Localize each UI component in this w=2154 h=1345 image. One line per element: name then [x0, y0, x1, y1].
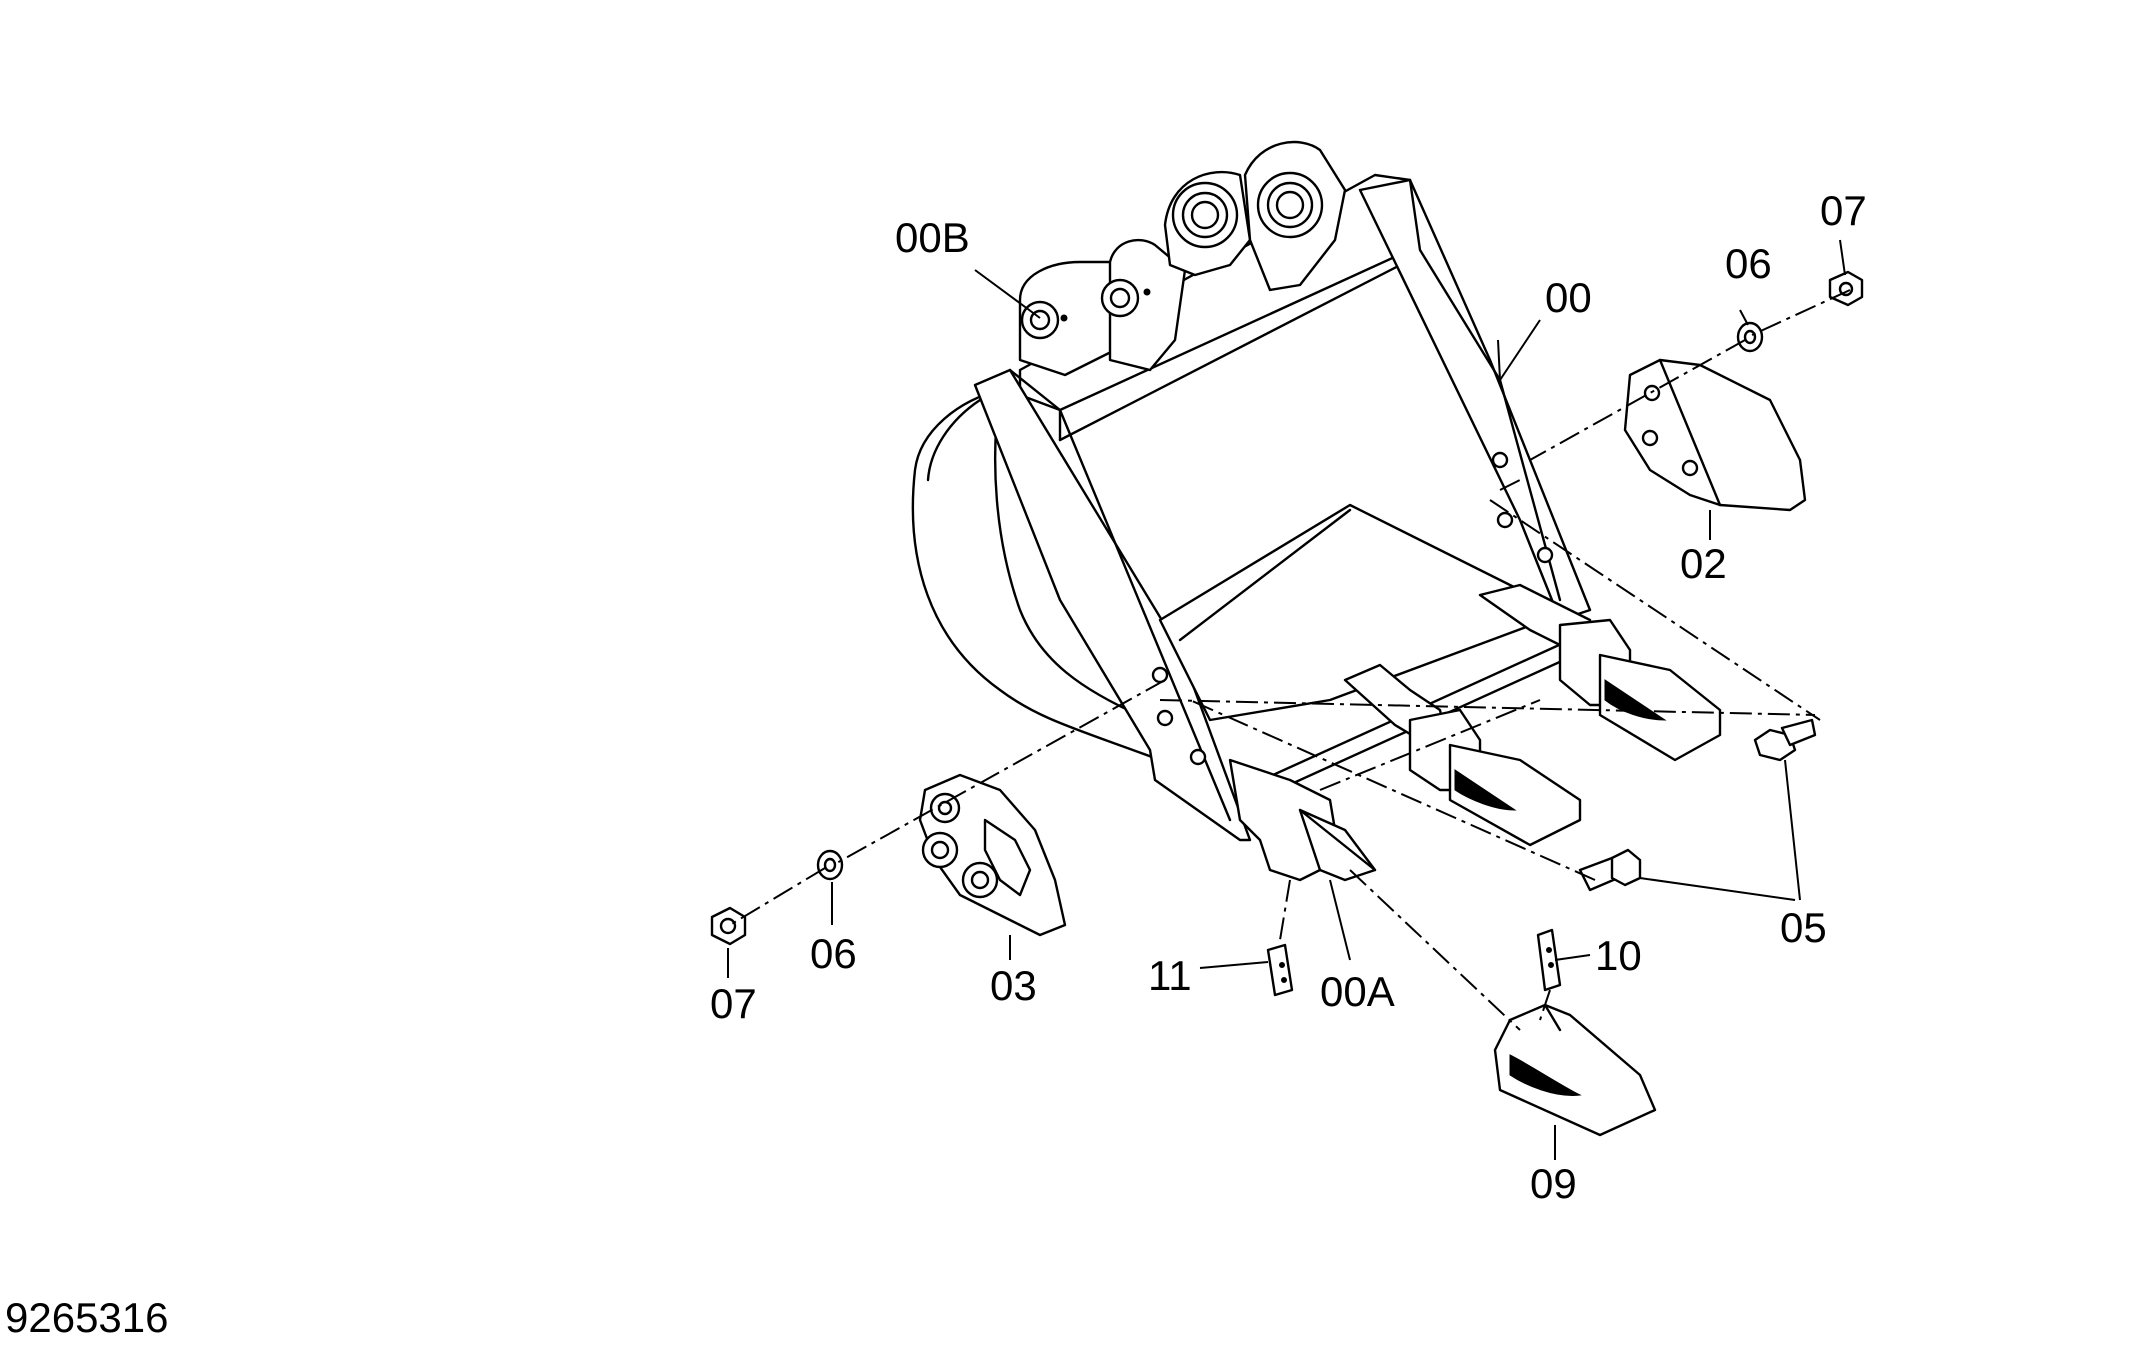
side-cutter-right	[1623, 358, 1807, 512]
callout-02: 02	[1680, 540, 1727, 587]
assembly-centerlines	[729, 289, 1851, 1031]
callout-00B: 00B	[895, 214, 970, 261]
callout-07-left: 07	[710, 980, 757, 1027]
nut-right	[1828, 270, 1864, 307]
leader-lines	[727, 239, 1846, 1160]
side-cutter-left	[918, 773, 1067, 937]
tooth-lock	[1266, 943, 1294, 997]
tooth-adapters-and-teeth	[1228, 583, 1722, 882]
callout-11: 11	[1148, 952, 1192, 999]
callout-06-left: 06	[810, 930, 857, 977]
callout-03: 03	[990, 962, 1037, 1009]
callout-06-right: 06	[1725, 240, 1772, 287]
bolt-upper	[1753, 718, 1817, 762]
callout-00A: 00A	[1320, 968, 1395, 1015]
washer-left	[816, 849, 844, 881]
tooth-loose	[1493, 1003, 1657, 1137]
callout-00: 00	[1545, 274, 1592, 321]
callout-09: 09	[1530, 1160, 1577, 1207]
drawing-number: 9265316	[5, 1294, 169, 1341]
nut-left	[710, 906, 747, 946]
bucket-body	[911, 173, 1592, 842]
callout-07-right: 07	[1820, 187, 1867, 234]
callout-10: 10	[1595, 932, 1642, 979]
callout-05: 05	[1780, 904, 1827, 951]
bolt-lower	[1578, 848, 1642, 892]
tooth-pin	[1536, 928, 1562, 992]
washer-right	[1736, 321, 1764, 353]
